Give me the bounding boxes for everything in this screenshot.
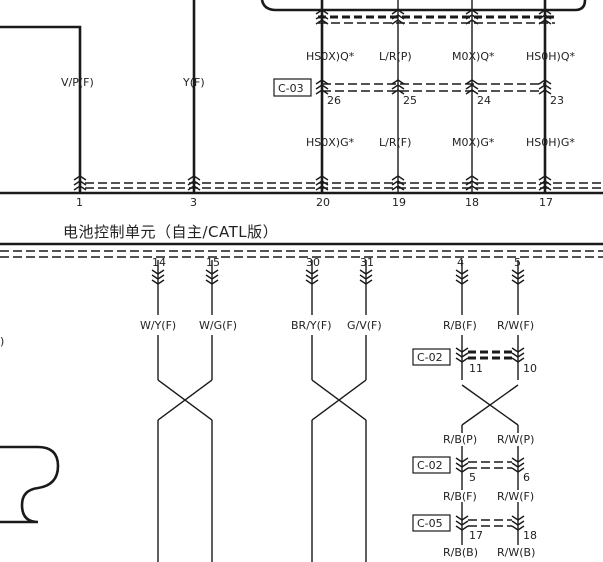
c02-row-1 <box>455 347 525 363</box>
terminal-chevrons-top <box>73 175 201 191</box>
connector-label: C-02 <box>417 351 443 364</box>
pin-number: 3 <box>190 196 197 209</box>
wire-label: W/Y(F) <box>140 319 176 332</box>
wire-label: BR/Y(F) <box>291 319 332 332</box>
wire-label: M0X)G* <box>452 136 495 149</box>
wire-label: Y(F) <box>182 76 205 89</box>
pin-number: 20 <box>316 196 330 209</box>
pin-number: 18 <box>465 196 479 209</box>
pin-number: 17 <box>469 529 483 542</box>
wire-label: V/P(F) <box>61 76 94 89</box>
c05-row <box>455 515 525 531</box>
pin-number: 23 <box>550 94 564 107</box>
connector-c03-label: C-03 <box>278 82 304 95</box>
wire-label: HS0H)Q* <box>526 50 575 63</box>
connector-c02-box-1 <box>412 348 451 366</box>
wire-label: R/W(B) <box>497 546 535 559</box>
group-chevrons <box>315 9 552 191</box>
pin-number: 6 <box>523 471 530 484</box>
pin-number: 10 <box>523 362 537 375</box>
pin-number: 14 <box>152 256 166 269</box>
wire-label: HS0H)G* <box>526 136 575 149</box>
wire-label: R/W(F) <box>497 490 534 503</box>
c02-row-2 <box>455 457 525 473</box>
pin-number: 17 <box>539 196 553 209</box>
wire-label: M0X)Q* <box>452 50 495 63</box>
connector-c02-box-2 <box>412 456 451 474</box>
wire-label: L/R(F) <box>379 136 411 149</box>
wire-label: R/B(P) <box>443 433 477 446</box>
pin-number: 30 <box>306 256 320 269</box>
wire-label: R/B(F) <box>443 490 477 503</box>
wire-v-p-top <box>0 25 82 192</box>
pin-number: 24 <box>477 94 491 107</box>
pin-number: 18 <box>523 529 537 542</box>
connector-c03-box <box>273 78 312 97</box>
component-outline-bottom-left <box>0 445 60 524</box>
wire-label: L/R(P) <box>379 50 412 63</box>
wire-label: HS0X)Q* <box>306 50 355 63</box>
bottom-chevrons <box>151 269 525 285</box>
connector-label: C-02 <box>417 459 443 472</box>
pin-number: 26 <box>327 94 341 107</box>
twisted-pair-1 <box>157 260 213 562</box>
pin-number: 11 <box>469 362 483 375</box>
connector-label: C-05 <box>417 517 443 530</box>
pin-number: 1 <box>76 196 83 209</box>
pin-number: 4 <box>457 256 464 269</box>
connector-c05-box <box>412 514 451 532</box>
wire-label: W/G(F) <box>199 319 237 332</box>
wire-label: R/W(F) <box>497 319 534 332</box>
twisted-pair-2 <box>311 260 367 562</box>
unit-title: 电池控制单元（自主/CATL版） <box>63 223 278 241</box>
group-wires <box>320 0 547 192</box>
wire-label: G/V(F) <box>347 319 382 332</box>
pin-number: 19 <box>392 196 406 209</box>
pin-number: 25 <box>403 94 417 107</box>
wire-label: R/W(P) <box>497 433 534 446</box>
pin-number: 31 <box>360 256 374 269</box>
pin-number: 15 <box>206 256 220 269</box>
wire-label: R/B(B) <box>443 546 478 559</box>
upper-module-outline <box>260 0 587 12</box>
wire-label: HS0X)G* <box>306 136 355 149</box>
left-edge-label: ) <box>0 335 4 348</box>
pin-number: 5 <box>469 471 476 484</box>
wire-label: R/B(F) <box>443 319 477 332</box>
